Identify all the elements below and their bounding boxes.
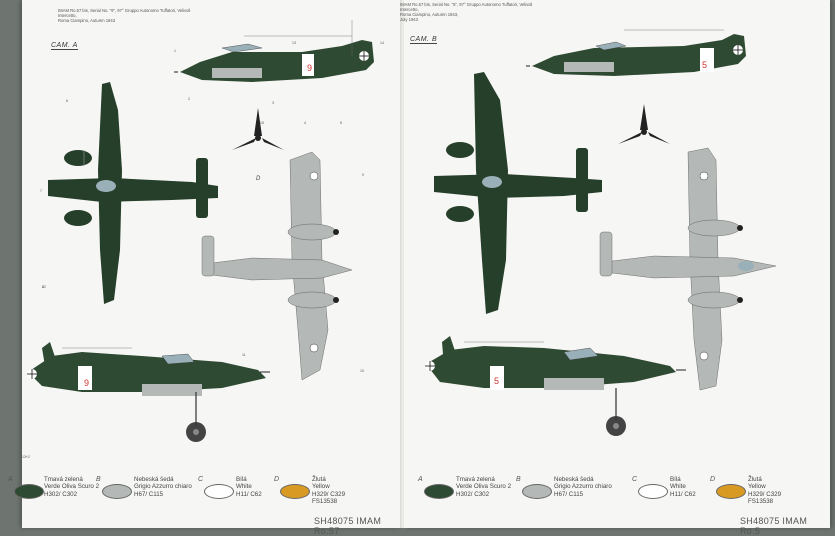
swatch-name-it: Verde Oliva Scuro 2 <box>456 483 512 491</box>
callout-8: 8 <box>42 285 44 289</box>
swatch-codes: H302/ C302 <box>44 490 78 498</box>
swatch-codes: H11/ C62 <box>236 490 262 498</box>
left-page-artwork: 9 D <box>22 20 384 459</box>
swatch-color-a <box>14 484 44 499</box>
right-bottom-side-profile <box>425 336 686 436</box>
swatch-name-it: Yellow <box>748 483 766 491</box>
swatch-name-cz: Tmavá zelená <box>44 476 83 483</box>
swatch-letter: D <box>710 476 716 483</box>
swatch-letter: C <box>632 476 638 483</box>
left-swatch-b: B Nebeská šedá Grigio Azzurro chiaro H67… <box>96 476 206 516</box>
swatch-color-d <box>280 484 310 499</box>
swatch-name-cz: Bílá <box>670 476 681 483</box>
swatch-letter: A <box>418 476 423 483</box>
swatch-name-cz: Žlutá <box>748 476 762 483</box>
callout-9: 9 <box>362 173 364 177</box>
callout-15: 15 <box>260 121 264 125</box>
left-underside-view <box>201 151 353 381</box>
left-swatch-a: A Tmavá zelená Verde Oliva Scuro 2 H302/… <box>8 476 118 516</box>
callout-6: 6 <box>66 99 68 103</box>
swatch-codes: H329/ C329 <box>748 490 782 498</box>
swatch-name-cz: Bílá <box>236 476 247 483</box>
right-top-code-number: 5 <box>702 60 707 70</box>
right-top-view <box>434 72 602 314</box>
callout-4: 4 <box>304 121 306 125</box>
right-top-side-profile <box>526 29 746 76</box>
swatch-name-it: Verde Oliva Scuro 2 <box>44 483 100 491</box>
swatch-name-cz: Tmavá zelená <box>456 476 495 483</box>
swatch-codes: H302/ C302 <box>456 490 490 498</box>
swatch-letter: A <box>8 476 13 483</box>
prop-detail-label: D <box>256 176 261 182</box>
right-propeller-detail <box>618 104 670 144</box>
swatch-codes: H11/ C62 <box>670 490 696 498</box>
callout-1: 1 <box>174 49 176 53</box>
swatch-color-b <box>522 484 552 499</box>
swatch-name-it: Grigio Azzurro chiaro <box>554 483 612 491</box>
swatch-color-c <box>204 484 234 499</box>
left-swatch-d: D Žlutá Yellow H329/ C329 FS13538 <box>274 476 384 516</box>
right-swatch-a: A Tmavá zelená Verde Oliva Scuro 2 H302/… <box>418 476 528 516</box>
swatch-extra: FS13538 <box>312 498 338 506</box>
swatch-color-b <box>102 484 132 499</box>
left-swatch-c: C Bílá White H11/ C62 <box>198 476 308 516</box>
callout-13: 13 <box>292 41 296 45</box>
right-page: IMAM Ro.57 bis, Serial No. "5", 97° Grup… <box>400 0 830 536</box>
right-swatch-c: C Bílá White H11/ C62 <box>632 476 742 516</box>
left-camo-label: CAM. A <box>51 42 78 50</box>
right-footer: SH48075 IMAM Ro.5 <box>740 516 808 536</box>
callout-11: 11 <box>242 353 246 357</box>
left-footer: SH48075 IMAM Ro.57 <box>314 516 382 536</box>
book-gutter <box>400 0 406 528</box>
callout-10: 10 <box>360 369 364 373</box>
callout-7: 7 <box>40 189 42 193</box>
swatch-name-cz: Nebeská šedá <box>134 476 174 483</box>
swatch-color-a <box>424 484 454 499</box>
propeller-detail <box>232 108 284 150</box>
right-page-artwork: 5 <box>425 29 777 436</box>
swatch-name-it: Grigio Azzurro chiaro <box>134 483 192 491</box>
right-page-caption: IMAM Ro.57 bis, Serial No. "5", 97° Grup… <box>400 2 533 22</box>
left-page-caption: IMAM Ro.57 bis, Serial No. "9", 97° Grup… <box>58 8 191 23</box>
swatch-letter: C <box>198 476 204 483</box>
left-bottom-code-number: 9 <box>84 378 89 388</box>
callout-13-2: 13+2 <box>22 455 30 459</box>
swatch-letter: D <box>274 476 280 483</box>
left-page: IMAM Ro.57 bis, Serial No. "9", 97° Grup… <box>8 0 402 536</box>
swatch-codes: H67/ C115 <box>554 490 584 498</box>
swatch-color-c <box>638 484 668 499</box>
swatch-name-it: White <box>670 483 686 491</box>
swatch-letter: B <box>96 476 101 483</box>
swatch-name-cz: Žlutá <box>312 476 326 483</box>
callout-5: 5 <box>340 121 342 125</box>
swatch-name-it: Yellow <box>312 483 330 491</box>
callout-12: 12 <box>42 285 46 289</box>
callout-3: 3 <box>272 101 274 105</box>
swatch-extra: FS13538 <box>748 498 774 506</box>
left-top-view <box>48 82 218 304</box>
right-bottom-code-number: 5 <box>494 376 499 386</box>
callout-2: 2 <box>188 97 190 101</box>
right-swatch-d: D Žlutá Yellow H329/ C329 FS13538 <box>710 476 820 516</box>
left-bottom-side-profile <box>27 342 270 442</box>
swatch-codes: H67/ C115 <box>134 490 164 498</box>
swatch-name-cz: Nebeská šedá <box>554 476 594 483</box>
left-callouts: 1 2 3 4 5 6 7 8 9 10 11 12 13 14 15 13+2 <box>22 41 384 459</box>
right-swatch-b: B Nebeská šedá Grigio Azzurro chiaro H67… <box>516 476 626 516</box>
swatch-name-it: White <box>236 483 252 491</box>
left-top-code-number: 9 <box>307 63 312 73</box>
swatch-color-d <box>716 484 746 499</box>
right-underside-view <box>599 147 777 391</box>
left-top-side-profile <box>174 20 374 82</box>
swatch-letter: B <box>516 476 521 483</box>
swatch-codes: H329/ C329 <box>312 490 346 498</box>
callout-14: 14 <box>380 41 384 45</box>
right-camo-label: CAM. B <box>410 36 438 44</box>
